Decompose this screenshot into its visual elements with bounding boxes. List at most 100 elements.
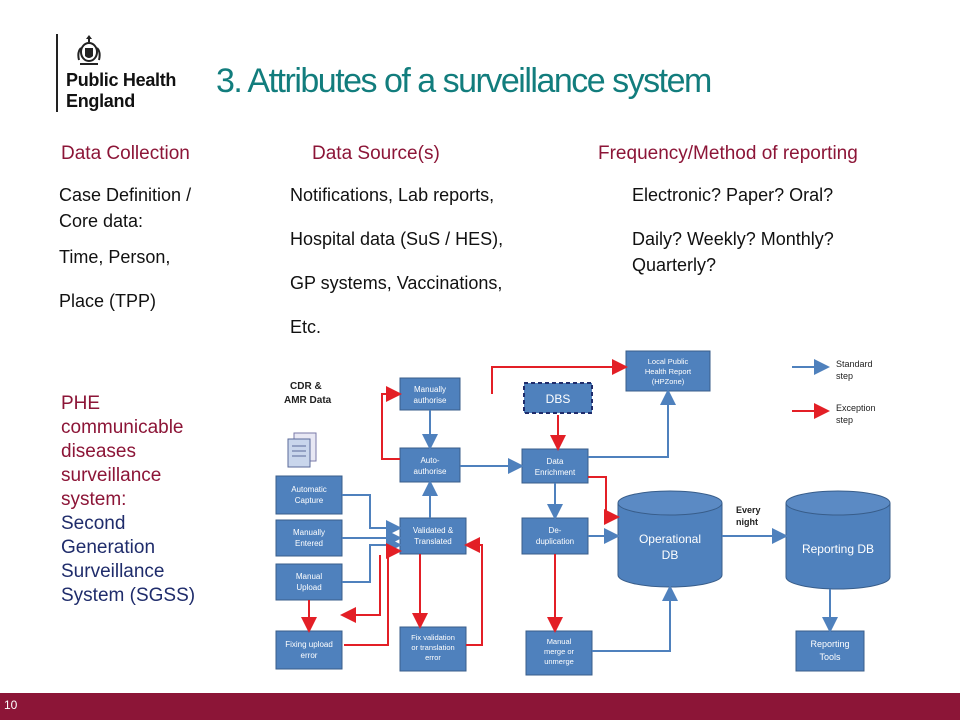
- node-manual-merge: Manual merge or unmerge: [525, 630, 593, 676]
- node-auto-authorise: Auto- authorise: [399, 447, 461, 483]
- svg-text:Entered: Entered: [295, 539, 323, 548]
- svg-text:Local Public: Local Public: [648, 357, 689, 366]
- collection-line: Core data:: [59, 211, 144, 231]
- logo-divider: [56, 34, 58, 112]
- svg-text:Reporting DB: Reporting DB: [802, 542, 874, 556]
- svg-text:De-: De-: [549, 526, 562, 535]
- legend-exception-label: Exception: [836, 403, 876, 413]
- heading-data-sources: Data Source(s): [312, 143, 440, 164]
- svg-text:Upload: Upload: [296, 583, 321, 592]
- every-night-label: Every night: [736, 505, 763, 527]
- caption-red-line: surveillance: [61, 465, 162, 486]
- flow-capture-to-validated: [342, 494, 402, 536]
- svg-text:Tools: Tools: [819, 652, 841, 662]
- caption-blue-line: Second: [61, 513, 126, 534]
- source-line: Notifications, Lab reports,: [290, 185, 495, 205]
- exception-validated-to-upload: [340, 555, 381, 623]
- heading-frequency: Frequency/Method of reporting: [598, 143, 858, 164]
- exception-enrichment-to-operational: [588, 476, 620, 525]
- phe-logo: Public Health England: [56, 34, 206, 116]
- svg-text:Data: Data: [547, 457, 564, 466]
- svg-text:error: error: [425, 653, 441, 662]
- source-line: GP systems, Vaccinations,: [290, 273, 503, 293]
- svg-text:Fixing upload: Fixing upload: [285, 640, 333, 649]
- source-line: Hospital data (SuS / HES),: [290, 229, 504, 249]
- frequency-line: Daily? Weekly? Monthly?: [632, 229, 834, 249]
- node-operational-db: Operational DB: [617, 490, 723, 588]
- sgss-flow-diagram: CDR & AMR Data Automatic Capture Manuall…: [270, 345, 960, 690]
- node-automatic-capture: Automatic Capture: [275, 475, 343, 515]
- svg-text:Enrichment: Enrichment: [535, 468, 576, 477]
- svg-text:Manually: Manually: [414, 385, 446, 394]
- svg-text:Capture: Capture: [295, 496, 324, 505]
- svg-text:duplication: duplication: [536, 537, 574, 546]
- legend-exception-label: step: [836, 415, 853, 425]
- royal-crest-icon: [77, 35, 101, 65]
- caption-blue-line: Surveillance: [61, 561, 165, 582]
- svg-text:(HPZone): (HPZone): [652, 377, 685, 386]
- cdr-label: CDR & AMR Data: [284, 381, 332, 406]
- exception-auto-to-manually-authorise: [381, 386, 402, 460]
- node-manually-authorise: Manually authorise: [399, 377, 461, 411]
- caption-red-line: system:: [61, 489, 127, 510]
- svg-text:Operational: Operational: [639, 532, 701, 546]
- node-manual-upload: Manual Upload: [275, 563, 343, 601]
- node-local-public-health-report: Local Public Health Report (HPZone): [625, 350, 711, 392]
- footer-bar: 10: [0, 693, 960, 720]
- svg-text:authorise: authorise: [414, 467, 447, 476]
- svg-text:authorise: authorise: [414, 396, 447, 405]
- svg-text:Health Report: Health Report: [645, 367, 692, 376]
- flow-upload-to-validated: [342, 537, 402, 583]
- caption-red-line: diseases: [61, 441, 136, 462]
- legend-standard-label: step: [836, 371, 853, 381]
- frequency-line: Electronic? Paper? Oral?: [632, 185, 834, 205]
- slide-title: 3. Attributes of a surveillance system: [216, 62, 712, 100]
- frequency-text: Electronic? Paper? Oral? Daily? Weekly? …: [632, 182, 834, 278]
- heading-data-collection: Data Collection: [61, 143, 190, 164]
- collection-line: Place (TPP): [59, 291, 157, 311]
- node-validated-translated: Validated & Translated: [399, 517, 467, 555]
- svg-text:Manually: Manually: [293, 528, 325, 537]
- exception-fix-validation-to-validated: [464, 537, 483, 646]
- collection-line: Case Definition /: [59, 185, 192, 205]
- svg-text:Automatic: Automatic: [291, 485, 327, 494]
- svg-text:merge or: merge or: [544, 647, 575, 656]
- data-sources-text: Notifications, Lab reports, Hospital dat…: [290, 182, 503, 340]
- node-dbs: DBS: [523, 382, 593, 414]
- svg-text:error: error: [301, 651, 318, 660]
- slide-number: 10: [4, 698, 18, 712]
- flow-enrichment-to-local-report: [588, 389, 676, 458]
- node-reporting-tools: Reporting Tools: [795, 630, 865, 672]
- node-fix-validation-error: Fix validation or translation error: [399, 626, 467, 672]
- logo-line-2: England: [66, 91, 135, 111]
- caption-red-line: PHE: [61, 393, 101, 414]
- caption-red-line: communicable: [61, 417, 184, 438]
- collection-line: Time, Person,: [59, 247, 171, 267]
- flow-manual-merge-to-operational-db: [592, 585, 678, 652]
- data-collection-text: Case Definition / Core data: Time, Perso…: [59, 182, 191, 314]
- documents-icon: [287, 432, 317, 468]
- svg-text:Fix validation: Fix validation: [411, 633, 455, 642]
- node-data-enrichment: Data Enrichment: [521, 448, 589, 484]
- svg-text:Reporting: Reporting: [810, 639, 849, 649]
- node-reporting-db: Reporting DB: [785, 490, 891, 590]
- legend: Standard step Exception step: [792, 359, 876, 425]
- svg-text:Manual: Manual: [296, 572, 322, 581]
- phe-system-caption: PHE communicable diseases surveillance s…: [61, 392, 281, 608]
- exception-manually-authorise-to-local-report: [491, 359, 628, 394]
- svg-text:DB: DB: [662, 548, 679, 562]
- svg-text:Validated &: Validated &: [413, 526, 454, 535]
- node-fixing-upload-error: Fixing upload error: [275, 630, 343, 670]
- source-line: Etc.: [290, 317, 322, 337]
- frequency-line: Quarterly?: [632, 255, 717, 275]
- legend-standard-label: Standard: [836, 359, 873, 369]
- logo-wordmark: Public Health England: [66, 70, 176, 112]
- caption-blue-line: Generation: [61, 537, 156, 558]
- exception-fixing-to-validated: [344, 543, 402, 646]
- svg-text:or translation: or translation: [411, 643, 454, 652]
- svg-text:DBS: DBS: [546, 392, 571, 406]
- svg-text:Translated: Translated: [414, 537, 452, 546]
- node-manually-entered: Manually Entered: [275, 519, 343, 557]
- logo-line-1: Public Health: [66, 70, 177, 90]
- svg-text:Auto-: Auto-: [420, 456, 439, 465]
